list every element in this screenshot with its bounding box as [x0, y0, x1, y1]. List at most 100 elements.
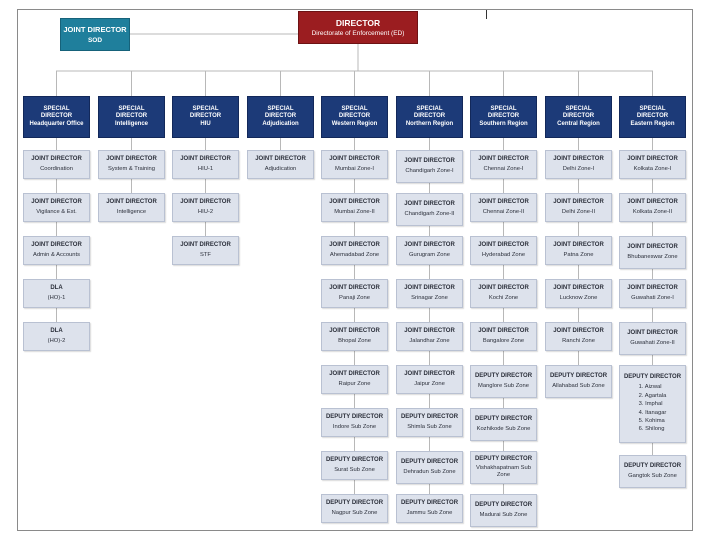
- org-unit-box[interactable]: JOINT DIRECTOR Raipur Zone: [321, 365, 388, 394]
- director-box[interactable]: DIRECTOR Directorate of Enforcement (ED): [298, 11, 418, 44]
- unit-name: Bangalore Zone: [482, 337, 525, 344]
- special-director-title: SPECIAL: [416, 105, 443, 112]
- unit-name: Jaipur Zone: [414, 380, 445, 387]
- special-director-title: SPECIAL: [267, 105, 294, 112]
- unit-name: Mumbai Zone-I: [335, 165, 374, 172]
- unit-name: Bhubaneswar Zone: [627, 253, 678, 260]
- unit-designation: DEPUTY DIRECTOR: [400, 414, 459, 421]
- unit-designation: JOINT DIRECTOR: [180, 242, 231, 249]
- special-director-title: DIRECTOR: [264, 112, 297, 119]
- unit-name: (HO)-1: [47, 294, 66, 301]
- director-subtitle: Directorate of Enforcement (ED): [311, 29, 405, 37]
- org-unit-box[interactable]: JOINT DIRECTOR Bhubaneswar Zone: [619, 236, 686, 269]
- unit-designation: JOINT DIRECTOR: [627, 244, 678, 251]
- special-director-unit: Southern Region: [479, 121, 528, 128]
- unit-designation: JOINT DIRECTOR: [404, 285, 455, 292]
- unit-name: Adjudication: [264, 165, 297, 172]
- unit-name: Intelligence: [116, 208, 147, 215]
- org-unit-box[interactable]: DLA(HO)-2: [23, 322, 90, 351]
- unit-name: Guwahati Zone-II: [630, 339, 675, 346]
- unit-designation: JOINT DIRECTOR: [329, 371, 380, 378]
- org-unit-box[interactable]: DLA(HO)-1: [23, 279, 90, 308]
- unit-name: Kolkata Zone-I: [633, 165, 672, 172]
- sub-zone-list-item: 6. Shilong: [638, 426, 665, 433]
- sod-title: JOINT DIRECTOR: [63, 24, 127, 34]
- unit-name: Hyderabad Zone: [481, 251, 526, 258]
- unit-name: Jalandhar Zone: [409, 337, 450, 344]
- special-director-unit: HIU: [200, 121, 211, 128]
- unit-name: Raipur Zone: [338, 380, 371, 387]
- unit-designation: JOINT DIRECTOR: [478, 199, 529, 206]
- unit-name: Surat Sub Zone: [334, 466, 375, 473]
- org-unit-box[interactable]: JOINT DIRECTOR Adjudication: [247, 150, 314, 179]
- unit-designation: JOINT DIRECTOR: [31, 199, 82, 206]
- special-director-title: SPECIAL: [192, 105, 219, 112]
- unit-name: Ranchi Zone: [562, 337, 595, 344]
- unit-designation: JOINT DIRECTOR: [180, 199, 231, 206]
- unit-name: Bhopal Zone: [338, 337, 371, 344]
- unit-designation: DLA: [50, 328, 63, 335]
- unit-designation: JOINT DIRECTOR: [627, 156, 678, 163]
- unit-designation: JOINT DIRECTOR: [255, 156, 306, 163]
- org-unit-box[interactable]: JOINT DIRECTOR Kolkata Zone-I: [619, 150, 686, 179]
- joint-director-sod-box[interactable]: JOINT DIRECTOR SOD: [60, 18, 130, 51]
- unit-name: System & Training: [107, 165, 156, 172]
- unit-designation: JOINT DIRECTOR: [404, 158, 455, 165]
